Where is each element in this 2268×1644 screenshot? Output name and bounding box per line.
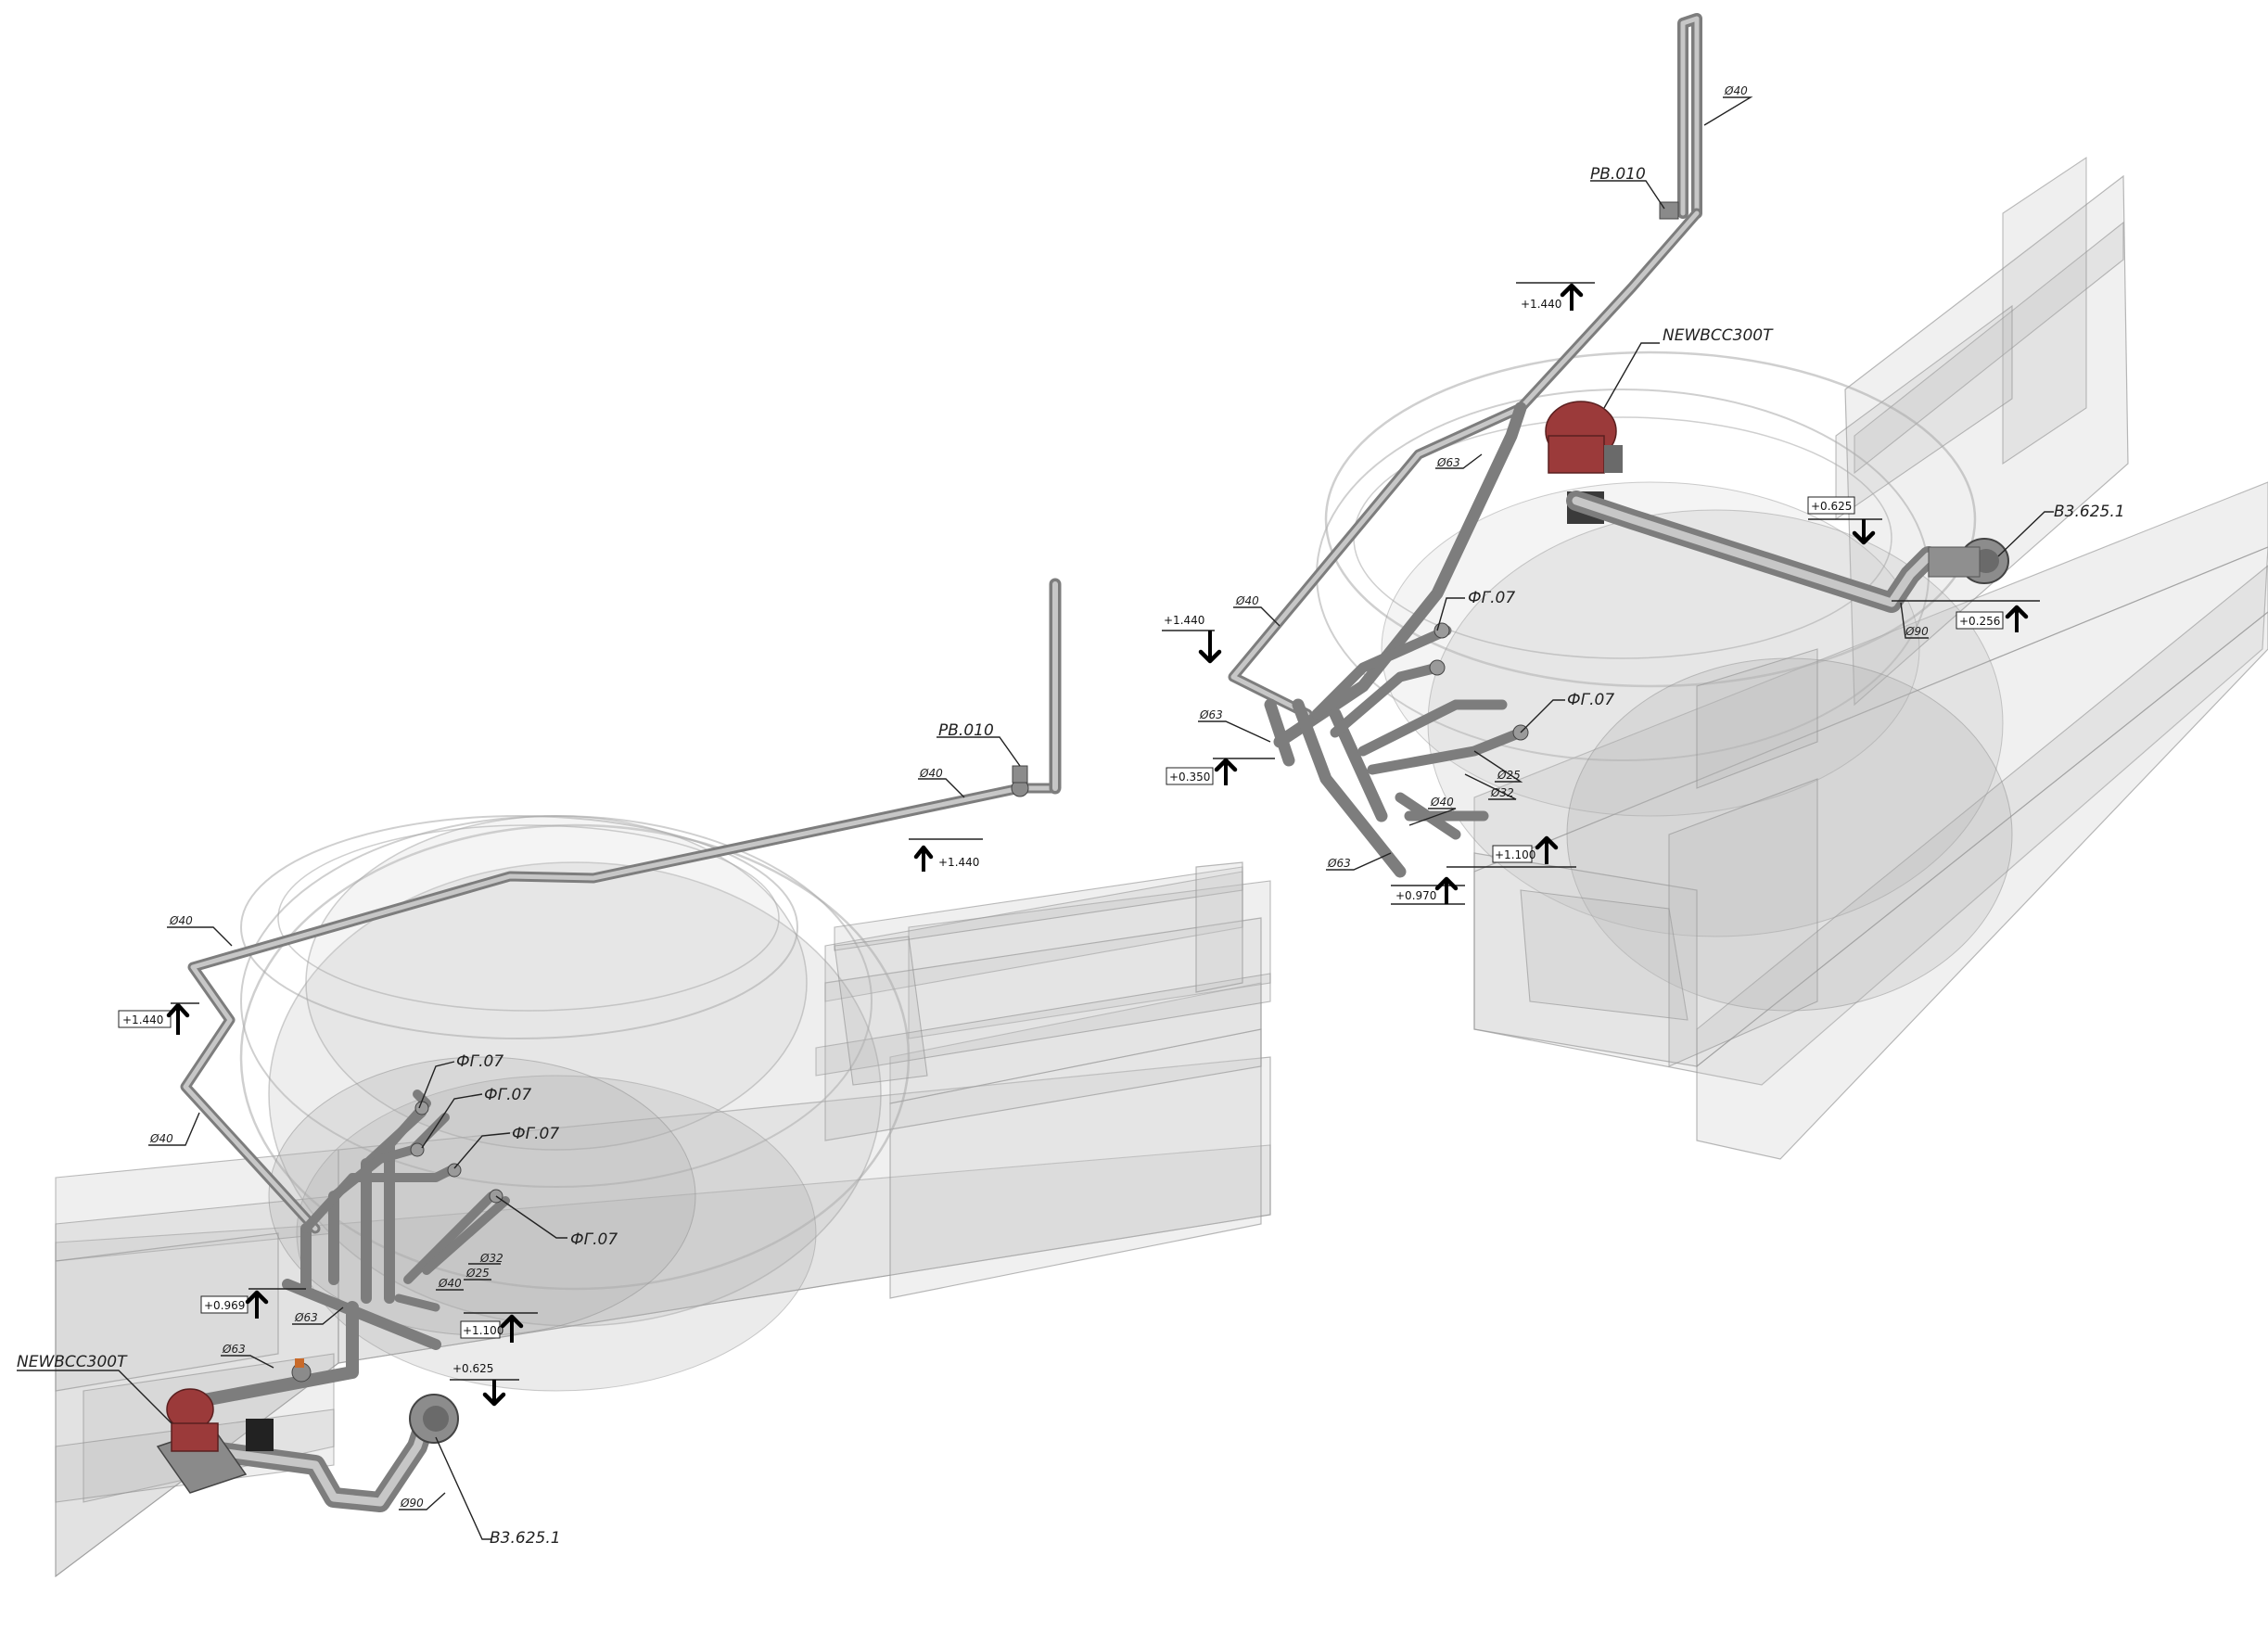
left-inlet-label: B3.625.1 (490, 1529, 561, 1548)
left-piping (156, 578, 1062, 1512)
left-d40-low-label: Ø40 (149, 1132, 173, 1145)
left-filter-1-label: ФГ.07 (456, 1052, 503, 1071)
left-filter-3-label: ФГ.07 (512, 1125, 559, 1143)
left-elev-969: +0.969 (204, 1299, 245, 1312)
left-elev-mid: +1.440 (122, 1013, 163, 1026)
right-d63-bottom-label: Ø63 (1327, 857, 1351, 870)
left-d63-a-label: Ø63 (294, 1311, 318, 1324)
left-d32-label: Ø32 (479, 1252, 503, 1265)
right-d40-left-label: Ø40 (1235, 594, 1259, 607)
right-pump-label: NEWBCC300T (1663, 326, 1774, 345)
right-filter-1-label: ФГ.07 (1468, 589, 1515, 607)
right-elev-left: +1.440 (1164, 614, 1204, 627)
right-d63-left-label: Ø63 (1199, 708, 1223, 721)
right-inlet-label: B3.625.1 (2054, 503, 2125, 521)
left-structure (55, 815, 1271, 1578)
right-elev-1100: +1.100 (1495, 848, 1535, 861)
right-elev-970: +0.970 (1395, 889, 1436, 902)
left-elev-1100: +1.100 (463, 1324, 503, 1337)
right-filter-2-label: ФГ.07 (1567, 691, 1614, 709)
right-elev-top: +1.440 (1521, 298, 1561, 311)
right-d40-branch-label: Ø40 (1430, 796, 1454, 809)
left-elev-625: +0.625 (452, 1362, 493, 1375)
right-elev-625: +0.625 (1811, 500, 1852, 513)
right-d32-label: Ø32 (1490, 786, 1514, 799)
left-annotations[interactable]: PB.010 Ø40 +1.440 Ø40 +1.440 Ø40 ФГ.07 Ф… (17, 721, 1021, 1548)
right-annotations[interactable]: Ø40 PB.010 +1.440 NEWBCC300T Ø63 +0.625 … (1162, 84, 2125, 905)
left-d40-top-label: Ø40 (919, 767, 943, 780)
right-elev-350: +0.350 (1169, 771, 1210, 784)
left-pump-label: NEWBCC300T (17, 1353, 128, 1371)
right-vent-label: PB.010 (1590, 165, 1646, 184)
left-d25-label: Ø25 (465, 1267, 490, 1280)
right-d63-top-label: Ø63 (1436, 456, 1460, 469)
right-elev-256: +0.256 (1959, 615, 2000, 628)
right-structure (1316, 156, 2268, 1160)
right-d25-label: Ø25 (1497, 769, 1521, 782)
left-filter-4-label: ФГ.07 (570, 1230, 618, 1249)
right-d40-top-label: Ø40 (1724, 84, 1748, 97)
left-d40-branch-label: Ø40 (438, 1277, 462, 1290)
left-d40-mid-label: Ø40 (169, 914, 193, 927)
left-filter-2-label: ФГ.07 (484, 1086, 531, 1104)
left-pump-icon (156, 1388, 274, 1494)
left-vent-label: PB.010 (938, 721, 994, 740)
left-d63-b-label: Ø63 (222, 1343, 246, 1356)
left-elev-top: +1.440 (938, 856, 979, 869)
right-d90-label: Ø90 (1905, 625, 1929, 638)
left-d90-label: Ø90 (400, 1497, 424, 1510)
